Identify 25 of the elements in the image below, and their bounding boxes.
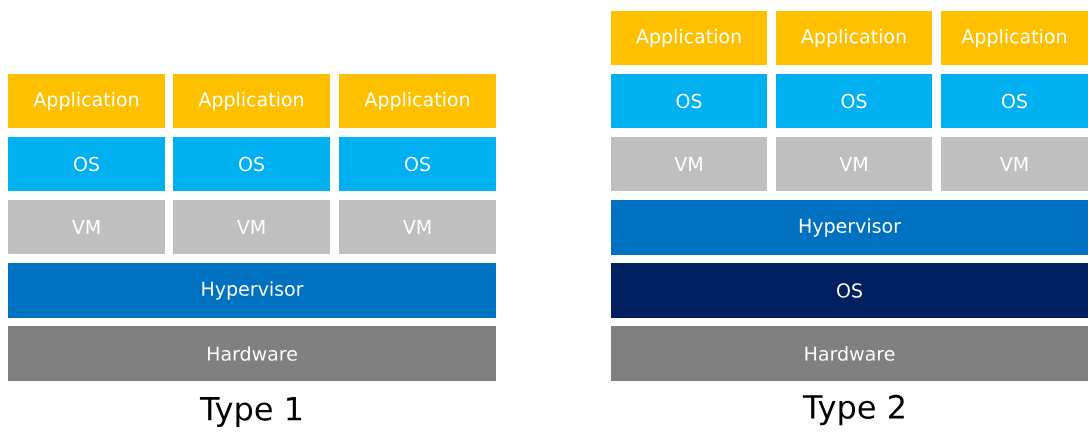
os-box: OS xyxy=(776,74,932,128)
application-box: Application xyxy=(776,11,932,65)
os-box: OS xyxy=(611,263,1088,318)
vm-box: VM xyxy=(941,137,1088,191)
hardware-box: Hardware xyxy=(8,326,496,381)
hypervisor-box: Hypervisor xyxy=(611,200,1088,255)
vm-box: VM xyxy=(8,200,165,254)
type-label: Type 2 xyxy=(802,394,904,426)
os-box: OS xyxy=(8,137,165,191)
vm-box: VM xyxy=(776,137,932,191)
application-box: Application xyxy=(339,74,496,128)
hardware-box: Hardware xyxy=(611,326,1088,381)
application-box: Application xyxy=(611,11,767,65)
vm-box: VM xyxy=(611,137,767,191)
vm-box: VM xyxy=(339,200,496,254)
os-box: OS xyxy=(611,74,767,128)
os-box: OS xyxy=(339,137,496,191)
hypervisor-box: Hypervisor xyxy=(8,263,496,318)
os-box: OS xyxy=(173,137,330,191)
application-box: Application xyxy=(8,74,165,128)
application-box: Application xyxy=(173,74,330,128)
os-box: OS xyxy=(941,74,1088,128)
vm-box: VM xyxy=(173,200,330,254)
type-label: Type 1 xyxy=(199,397,302,427)
application-box: Application xyxy=(941,11,1088,65)
